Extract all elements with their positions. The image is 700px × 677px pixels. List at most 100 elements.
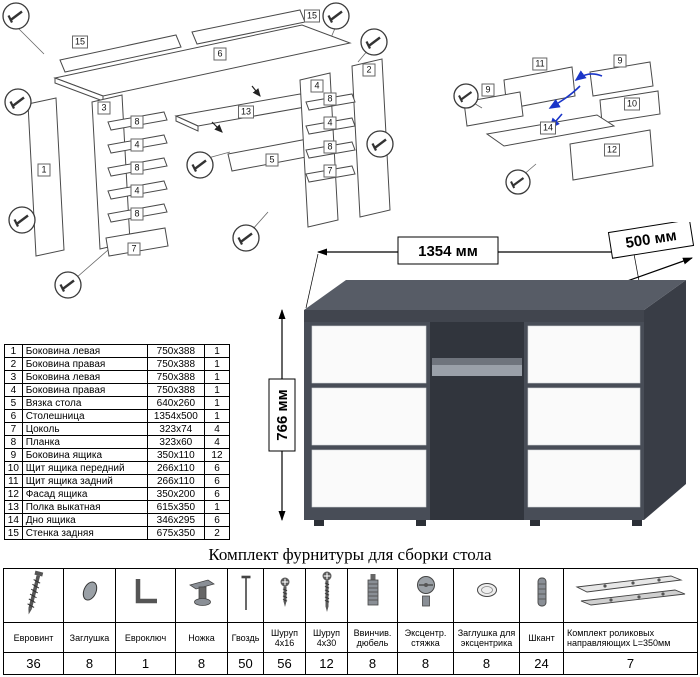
hardware-name: Евровинт [3,622,64,653]
width-dimension: 1354 мм [418,243,478,260]
part-number-label: 7 [323,164,337,178]
hardware-kit-title: Комплект фурнитуры для сборки стола [208,545,492,564]
part-num: 6 [4,409,23,423]
part-name: Щит ящика передний [21,461,148,475]
part-name: Полка выкатная [21,500,148,514]
part-number-label: 11 [532,57,548,71]
part-num: 14 [4,513,23,527]
part-size: 615x350 [146,500,205,514]
part-number-label: 9 [481,83,495,97]
part-number-label: 8 [323,92,337,106]
screw-4x16-icon [280,577,289,607]
height-dimension: 766 мм [274,389,291,440]
part-number-label: 9 [613,54,627,68]
part-qty: 1 [203,500,231,514]
part-num: 11 [4,474,23,488]
part-qty: 12 [203,448,231,462]
desk-render-drawing: 1354 мм 500 мм 766 мм [268,219,695,526]
desk-top [304,280,686,310]
part-num: 15 [4,526,23,540]
part-number-label: 5 [265,153,279,167]
hardware-callout-icon [359,27,389,57]
part-num: 9 [4,448,23,462]
part-number-label: 1 [37,163,51,177]
part-number-label: 14 [539,121,557,135]
part-number-label: 6 [213,47,227,61]
part-name: Боковина правая [21,383,148,397]
part-qty: 1 [203,370,231,384]
part-name: Вязка стола [21,396,148,410]
screw-4x30-icon [322,571,331,612]
desk-recess [430,322,524,520]
camlock-icon [416,576,435,607]
hardware-qty: 24 [519,652,564,675]
part-qty: 4 [203,422,231,436]
hardware-qty: 56 [263,652,306,675]
part-name: Фасад ящика [21,487,148,501]
hardware-name: Эксцентр. стяжка [397,622,454,653]
part-size: 675x350 [146,526,205,540]
desk-side [644,280,686,520]
hardware-qty-row: 36 8 1 8 50 56 12 8 8 8 24 7 [3,652,698,675]
hardware-qty: 8 [397,652,454,675]
part-size: 750x388 [146,344,205,358]
assembly-direction-arrow [574,70,603,81]
part-number-label: 8 [130,161,144,175]
hardware-name: Заглушка для эксцентрика [453,622,520,653]
part-name: Планка [21,435,148,449]
hardware-qty: 7 [563,652,698,675]
hardware-name: Шкант [519,622,564,653]
part-qty: 1 [203,383,231,397]
part-name: Боковина правая [21,357,148,371]
part-number-label: 8 [130,115,144,129]
part-size: 323x74 [146,422,205,436]
part-num: 4 [4,383,23,397]
part-num: 5 [4,396,23,410]
part-name: Боковина левая [21,344,148,358]
slides-icon [574,575,685,606]
part-number-label: 4 [130,184,144,198]
part-size: 266x110 [146,474,205,488]
exploded-drawer-drawing [452,61,661,196]
part-number-label: 4 [323,116,337,130]
hexkey-icon [135,579,157,604]
part-name: Цоколь [21,422,148,436]
hardware-callout-icon [452,82,480,110]
part-size: 1354x500 [146,409,205,423]
hardware-name-row: Евровинт Заглушка Евроключ Ножка Гвоздь … [3,622,698,653]
hardware-qty: 1 [115,652,176,675]
part-number-label: 2 [362,63,376,77]
part-number-label: 3 [97,101,111,115]
hardware-name: Ножка [175,622,228,653]
part-num: 10 [4,461,23,475]
drawer-fronts [311,325,641,508]
part-size: 750x388 [146,357,205,371]
hardware-callout-icon [365,129,395,159]
part-qty: 6 [203,474,231,488]
part-qty: 1 [203,409,231,423]
desk-top-edge [304,310,644,322]
hardware-qty: 8 [453,652,520,675]
part-qty: 2 [203,526,231,540]
part-number-label: 13 [237,105,255,119]
part-number-label: 15 [303,9,321,23]
part-number-label: 12 [603,143,621,157]
part-size: 640x260 [146,396,205,410]
part-number-label: 15 [71,35,89,49]
hardware-name: Заглушка [63,622,116,653]
part-name: Боковина левая [21,370,148,384]
hardware-qty: 8 [347,652,398,675]
exploded-view-drawer: 11 9 9 10 14 12 [452,52,700,224]
